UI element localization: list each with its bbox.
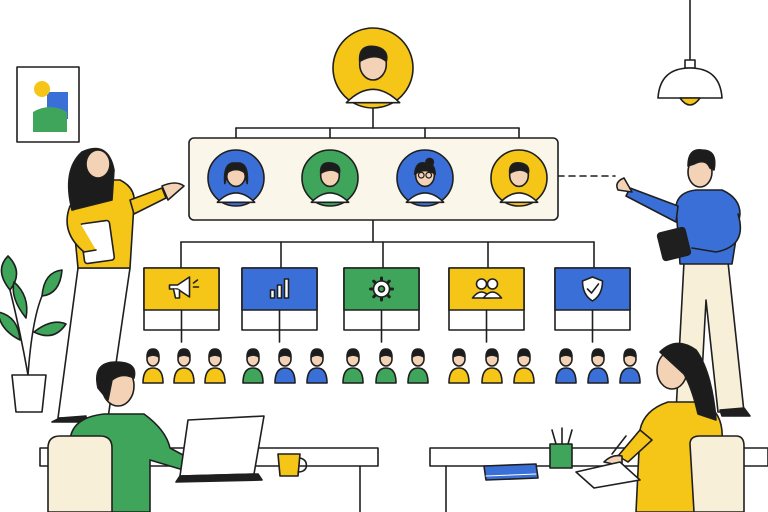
megaphone-icon [168,276,200,299]
users-icon [471,278,503,299]
org-connectors [180,107,616,269]
seated-woman-right [603,342,745,512]
department-card-2 [241,267,318,343]
department-card-5 [554,267,631,343]
manager-avatar-1 [207,149,265,207]
manager-avatar-4 [490,149,548,207]
team-member-avatar [342,348,364,384]
coffee-mug-icon [277,453,308,477]
manager-avatar-2 [301,149,359,207]
team-member-avatar [619,348,641,384]
laptop-icon [175,415,265,483]
team-member-avatar [513,348,535,384]
pencil-cup-icon [549,427,573,469]
team-member-avatar [274,348,296,384]
potted-plant-icon [0,255,67,413]
team-member-avatar [587,348,609,384]
department-card-3 [343,267,420,343]
team-member-avatar [173,348,195,384]
team-member-avatar [555,348,577,384]
notebook-icon [575,461,641,489]
team-member-avatar [306,348,328,384]
top-leader-avatar [332,27,414,109]
book-icon [483,463,539,481]
team-member-avatar [375,348,397,384]
bar-chart-icon [269,278,290,299]
team-member-avatar [142,348,164,384]
picture-frame-icon [16,66,80,143]
manager-avatar-3 [396,149,454,207]
team-member-avatar [448,348,470,384]
team-member-avatar [481,348,503,384]
team-member-avatar [407,348,429,384]
managers-panel [188,137,559,221]
team-member-avatar [242,348,264,384]
department-card-1 [143,267,220,343]
gear-icon [369,276,394,302]
shield-check-icon [581,276,604,302]
department-card-4 [448,267,525,343]
pendant-lamp-icon [657,0,723,106]
team-member-avatar [204,348,226,384]
